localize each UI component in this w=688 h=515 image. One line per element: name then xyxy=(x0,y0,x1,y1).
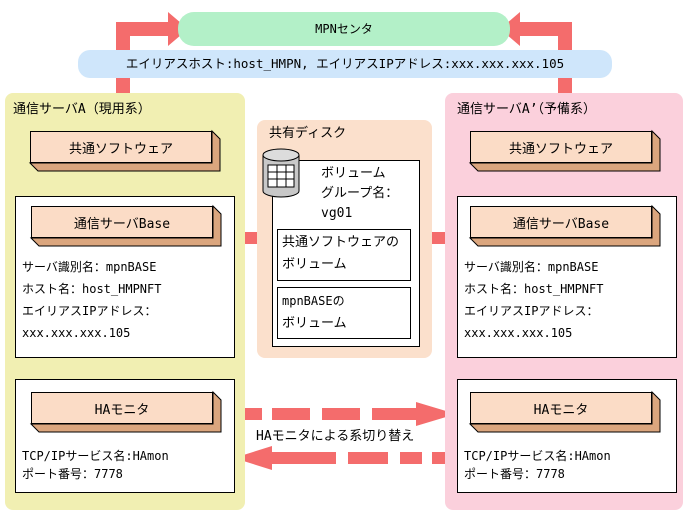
volume-base-line-2: ボリューム xyxy=(282,316,347,331)
shared-disk-panel: 共有ディスク ボリューム グループ名： vg01 共通ソフトウェアの ボリューム… xyxy=(257,120,432,358)
server-b-base-line-4: xxx.xxx.xxx.105 xyxy=(464,326,573,340)
volume-base-line-1: mpnBASEの xyxy=(282,294,345,308)
volume-group-box: ボリューム グループ名： vg01 共通ソフトウェアの ボリューム mpnBAS… xyxy=(262,148,420,347)
server-a-common-software-label: 共通ソフトウェア xyxy=(68,141,173,157)
server-a-base-line-1: サーバ識別名：mpnBASE xyxy=(22,260,157,274)
server-b-common-software-label: 共通ソフトウェア xyxy=(508,141,613,157)
mpn-center-title: MPNセンタ xyxy=(315,22,373,36)
server-a-base-title: 通信サーバBase xyxy=(73,216,171,232)
server-b-ha-title: HAモニタ xyxy=(533,402,589,418)
volume-group-line-2: グループ名： xyxy=(321,186,399,201)
volume-base-box: mpnBASEの ボリューム xyxy=(277,287,411,339)
server-a-panel: 通信サーバA（現用系） 共通ソフトウェア 通信サーバBase サーバ識別名：mp… xyxy=(5,93,245,510)
volume-common-software-box: 共通ソフトウェアの ボリューム xyxy=(277,229,411,281)
arrow-ha-switchover-right xyxy=(238,402,456,426)
server-a-common-software: 共通ソフトウェア xyxy=(28,129,221,172)
server-b-base-line-2: ホスト名：host_HMPNFT xyxy=(464,282,604,296)
shared-disk-title: 共有ディスク xyxy=(269,126,347,141)
server-b-panel: 通信サーバA’（予備系） 共通ソフトウェア 通信サーバBase サーバ識別名：m… xyxy=(445,93,683,510)
server-b-base-box: 通信サーバBase サーバ識別名：mpnBASE ホスト名：host_HMPNF… xyxy=(457,196,677,358)
server-b-base-title-box: 通信サーバBase xyxy=(468,204,661,247)
server-b-ha-title-box: HAモニタ xyxy=(468,390,661,433)
server-a-ha-line-2: ポート番号：7778 xyxy=(22,467,123,481)
server-a-ha-line-1: TCP/IPサービス名:HAmon xyxy=(22,449,169,463)
volume-common-line-1: 共通ソフトウェアの xyxy=(282,235,400,250)
alias-bar-text: エイリアスホスト:host_HMPN, エイリアスIPアドレス:xxx.xxx.… xyxy=(125,56,565,71)
server-a-ha-title-box: HAモニタ xyxy=(29,390,222,433)
alias-bar: エイリアスホスト:host_HMPN, エイリアスIPアドレス:xxx.xxx.… xyxy=(78,50,612,78)
server-a-ha-box: HAモニタ TCP/IPサービス名:HAmon ポート番号：7778 xyxy=(15,379,235,493)
server-b-base-line-3: エイリアスIPアドレス： xyxy=(464,304,599,318)
switchover-label: HAモニタによる系切り替え xyxy=(256,429,415,444)
server-a-base-box: 通信サーバBase サーバ識別名：mpnBASE ホスト名：host_HMPNF… xyxy=(15,196,235,358)
server-a-base-line-2: ホスト名：host_HMPNFT xyxy=(22,282,162,296)
server-b-ha-line-2: ポート番号：7778 xyxy=(464,467,565,481)
server-b-common-software: 共通ソフトウェア xyxy=(468,129,661,172)
server-a-ha-title: HAモニタ xyxy=(94,402,150,418)
disk-cylinder-icon xyxy=(262,148,300,198)
server-b-title: 通信サーバA’（予備系） xyxy=(457,102,597,117)
server-a-title: 通信サーバA（現用系） xyxy=(13,102,151,117)
server-a-base-title-box: 通信サーバBase xyxy=(29,204,222,247)
server-b-base-line-1: サーバ識別名：mpnBASE xyxy=(464,260,599,274)
arrow-server-a-to-mpn xyxy=(116,12,188,93)
mpn-center-box: MPNセンタ xyxy=(178,12,510,46)
server-b-ha-box: HAモニタ TCP/IPサービス名:HAmon ポート番号：7778 xyxy=(457,379,677,493)
server-a-base-line-3: エイリアスIPアドレス： xyxy=(22,304,157,318)
arrow-ha-switchover-left xyxy=(234,446,452,470)
volume-group-line-3: vg01 xyxy=(321,206,353,221)
server-b-ha-line-1: TCP/IPサービス名:HAmon xyxy=(464,449,611,463)
server-a-base-line-4: xxx.xxx.xxx.105 xyxy=(22,326,131,340)
server-b-base-title: 通信サーバBase xyxy=(512,216,610,232)
arrow-server-b-to-mpn xyxy=(500,12,572,93)
volume-group-line-1: ボリューム xyxy=(321,166,386,181)
volume-common-line-2: ボリューム xyxy=(282,257,347,272)
